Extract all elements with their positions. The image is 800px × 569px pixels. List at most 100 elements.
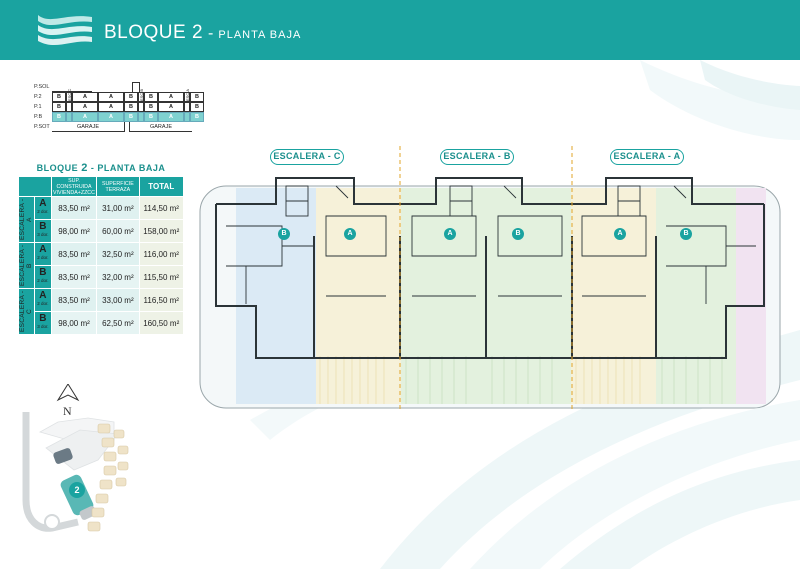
north-arrow-icon bbox=[56, 384, 80, 402]
built-area-cell: 98,00 m² bbox=[50, 311, 98, 335]
floor-cell-highlight: B bbox=[190, 112, 204, 122]
unit-summary-table: BLOQUE 2 - PLANTA BAJA SUP. CONSTRUIDA V… bbox=[18, 162, 185, 335]
site-map bbox=[22, 412, 129, 532]
unit-marker-a: A bbox=[614, 228, 626, 240]
garage-label: GARAJE bbox=[130, 122, 192, 132]
built-area-cell: 83,50 m² bbox=[50, 196, 98, 220]
floor-cell: B bbox=[124, 92, 138, 102]
floor-row-p2: P.2 B ESC.C A A B ESC.B B A ESC.A B bbox=[34, 88, 224, 102]
floor-row-psol: P.SOL bbox=[34, 82, 224, 92]
floor-cell: B bbox=[190, 102, 204, 112]
units-table: SUP. CONSTRUIDA VIVIENDA+ZZCC SUPERFICIE… bbox=[18, 176, 185, 335]
stair-cell bbox=[184, 102, 190, 112]
stair-tag: ESC.B bbox=[138, 88, 144, 102]
stair-cell bbox=[138, 112, 144, 122]
stair-label-b: ESCALERA - B bbox=[440, 149, 514, 165]
floor-plan: ESCALERA - C ESCALERA - B ESCALERA - A B… bbox=[186, 146, 794, 414]
floor-cell: B bbox=[144, 102, 158, 112]
floor-cell: A bbox=[98, 102, 124, 112]
garage-label: GARAJE bbox=[52, 122, 124, 132]
floor-cell: A bbox=[72, 102, 98, 112]
floor-cell: B bbox=[144, 92, 158, 102]
floor-row-p1: P.1 B A A B B A B bbox=[34, 102, 224, 112]
stair-group-label: ESCALERA - B bbox=[18, 242, 35, 289]
floor-cell: A bbox=[98, 92, 124, 102]
north-label: N bbox=[63, 404, 72, 418]
floor-cell-highlight: B bbox=[124, 112, 138, 122]
total-cell: 116,50 m² bbox=[138, 288, 185, 312]
floor-plan-drawing bbox=[199, 146, 781, 410]
unit-marker-b: B bbox=[278, 228, 290, 240]
unit-marker-a: A bbox=[444, 228, 456, 240]
floor-cell: A bbox=[158, 102, 184, 112]
total-cell: 114,50 m² bbox=[138, 196, 185, 220]
floor-cell-highlight: B bbox=[144, 112, 158, 122]
brand-logo-icon bbox=[38, 15, 92, 46]
stair-tag: ESC.A bbox=[184, 88, 190, 102]
summary-title: BLOQUE 2 - PLANTA BAJA bbox=[18, 162, 184, 174]
stair-label-a: ESCALERA - A bbox=[610, 149, 684, 165]
floor-label: P.SOT bbox=[34, 124, 50, 130]
stair-cell bbox=[66, 112, 72, 122]
floor-section-diagram: P.SOL P.2 B ESC.C A A B ESC.B B A ESC.A … bbox=[34, 82, 224, 136]
page-header: BLOQUE 2 - PLANTA BAJA bbox=[0, 0, 800, 60]
terrace-cell: 32,50 m² bbox=[96, 242, 140, 266]
title-separator: - bbox=[208, 25, 214, 42]
stair-tag: ESC.C bbox=[66, 88, 72, 102]
built-area-cell: 83,50 m² bbox=[50, 288, 98, 312]
header-blank bbox=[18, 176, 52, 197]
total-cell: 158,00 m² bbox=[138, 219, 185, 243]
floor-cell-highlight: A bbox=[98, 112, 124, 122]
summary-title-prefix: BLOQUE bbox=[36, 163, 79, 173]
floor-cell-highlight: A bbox=[72, 112, 98, 122]
stair-group-label: ESCALERA - C bbox=[18, 288, 35, 335]
floor-cell: B bbox=[52, 102, 66, 112]
unit-marker-b: B bbox=[680, 228, 692, 240]
floor-cell-highlight: B bbox=[52, 112, 66, 122]
built-area-cell: 83,50 m² bbox=[50, 265, 98, 289]
terrace-cell: 32,00 m² bbox=[96, 265, 140, 289]
floor-cell: B bbox=[124, 102, 138, 112]
terrace-cell: 60,00 m² bbox=[96, 219, 140, 243]
terrace-cell: 62,50 m² bbox=[96, 311, 140, 335]
floor-row-psot: P.SOT GARAJE GARAJE bbox=[34, 122, 224, 132]
block-number-badge: 2 bbox=[69, 482, 85, 498]
floor-label: P.B bbox=[34, 114, 43, 120]
terrace-cell: 33,00 m² bbox=[96, 288, 140, 312]
floor-cell: A bbox=[72, 92, 98, 102]
floor-cell: B bbox=[190, 92, 204, 102]
floor-cell-highlight: A bbox=[158, 112, 184, 122]
floor-label: P.2 bbox=[34, 94, 42, 100]
col-total: TOTAL bbox=[138, 176, 185, 197]
built-area-cell: 98,00 m² bbox=[50, 219, 98, 243]
stair-cell bbox=[66, 102, 72, 112]
col-terrace: SUPERFICIE TERRAZA bbox=[96, 176, 140, 197]
total-cell: 116,00 m² bbox=[138, 242, 185, 266]
built-area-cell: 83,50 m² bbox=[50, 242, 98, 266]
stair-cell bbox=[184, 112, 190, 122]
summary-title-suffix: - PLANTA BAJA bbox=[90, 163, 166, 173]
title-subtitle: PLANTA BAJA bbox=[218, 29, 302, 41]
stair-group-label: ESCALERA - A bbox=[18, 196, 35, 243]
page-title: BLOQUE 2 - PLANTA BAJA bbox=[104, 22, 301, 44]
unit-marker-b: B bbox=[512, 228, 524, 240]
summary-title-number: 2 bbox=[81, 162, 88, 174]
floor-cell: B bbox=[52, 92, 66, 102]
floor-cell: A bbox=[158, 92, 184, 102]
floor-label: P.SOL bbox=[34, 84, 50, 90]
stair-cell bbox=[138, 102, 144, 112]
stair-label-c: ESCALERA - C bbox=[270, 149, 344, 165]
title-main: BLOQUE 2 bbox=[104, 22, 204, 43]
total-cell: 160,50 m² bbox=[138, 311, 185, 335]
